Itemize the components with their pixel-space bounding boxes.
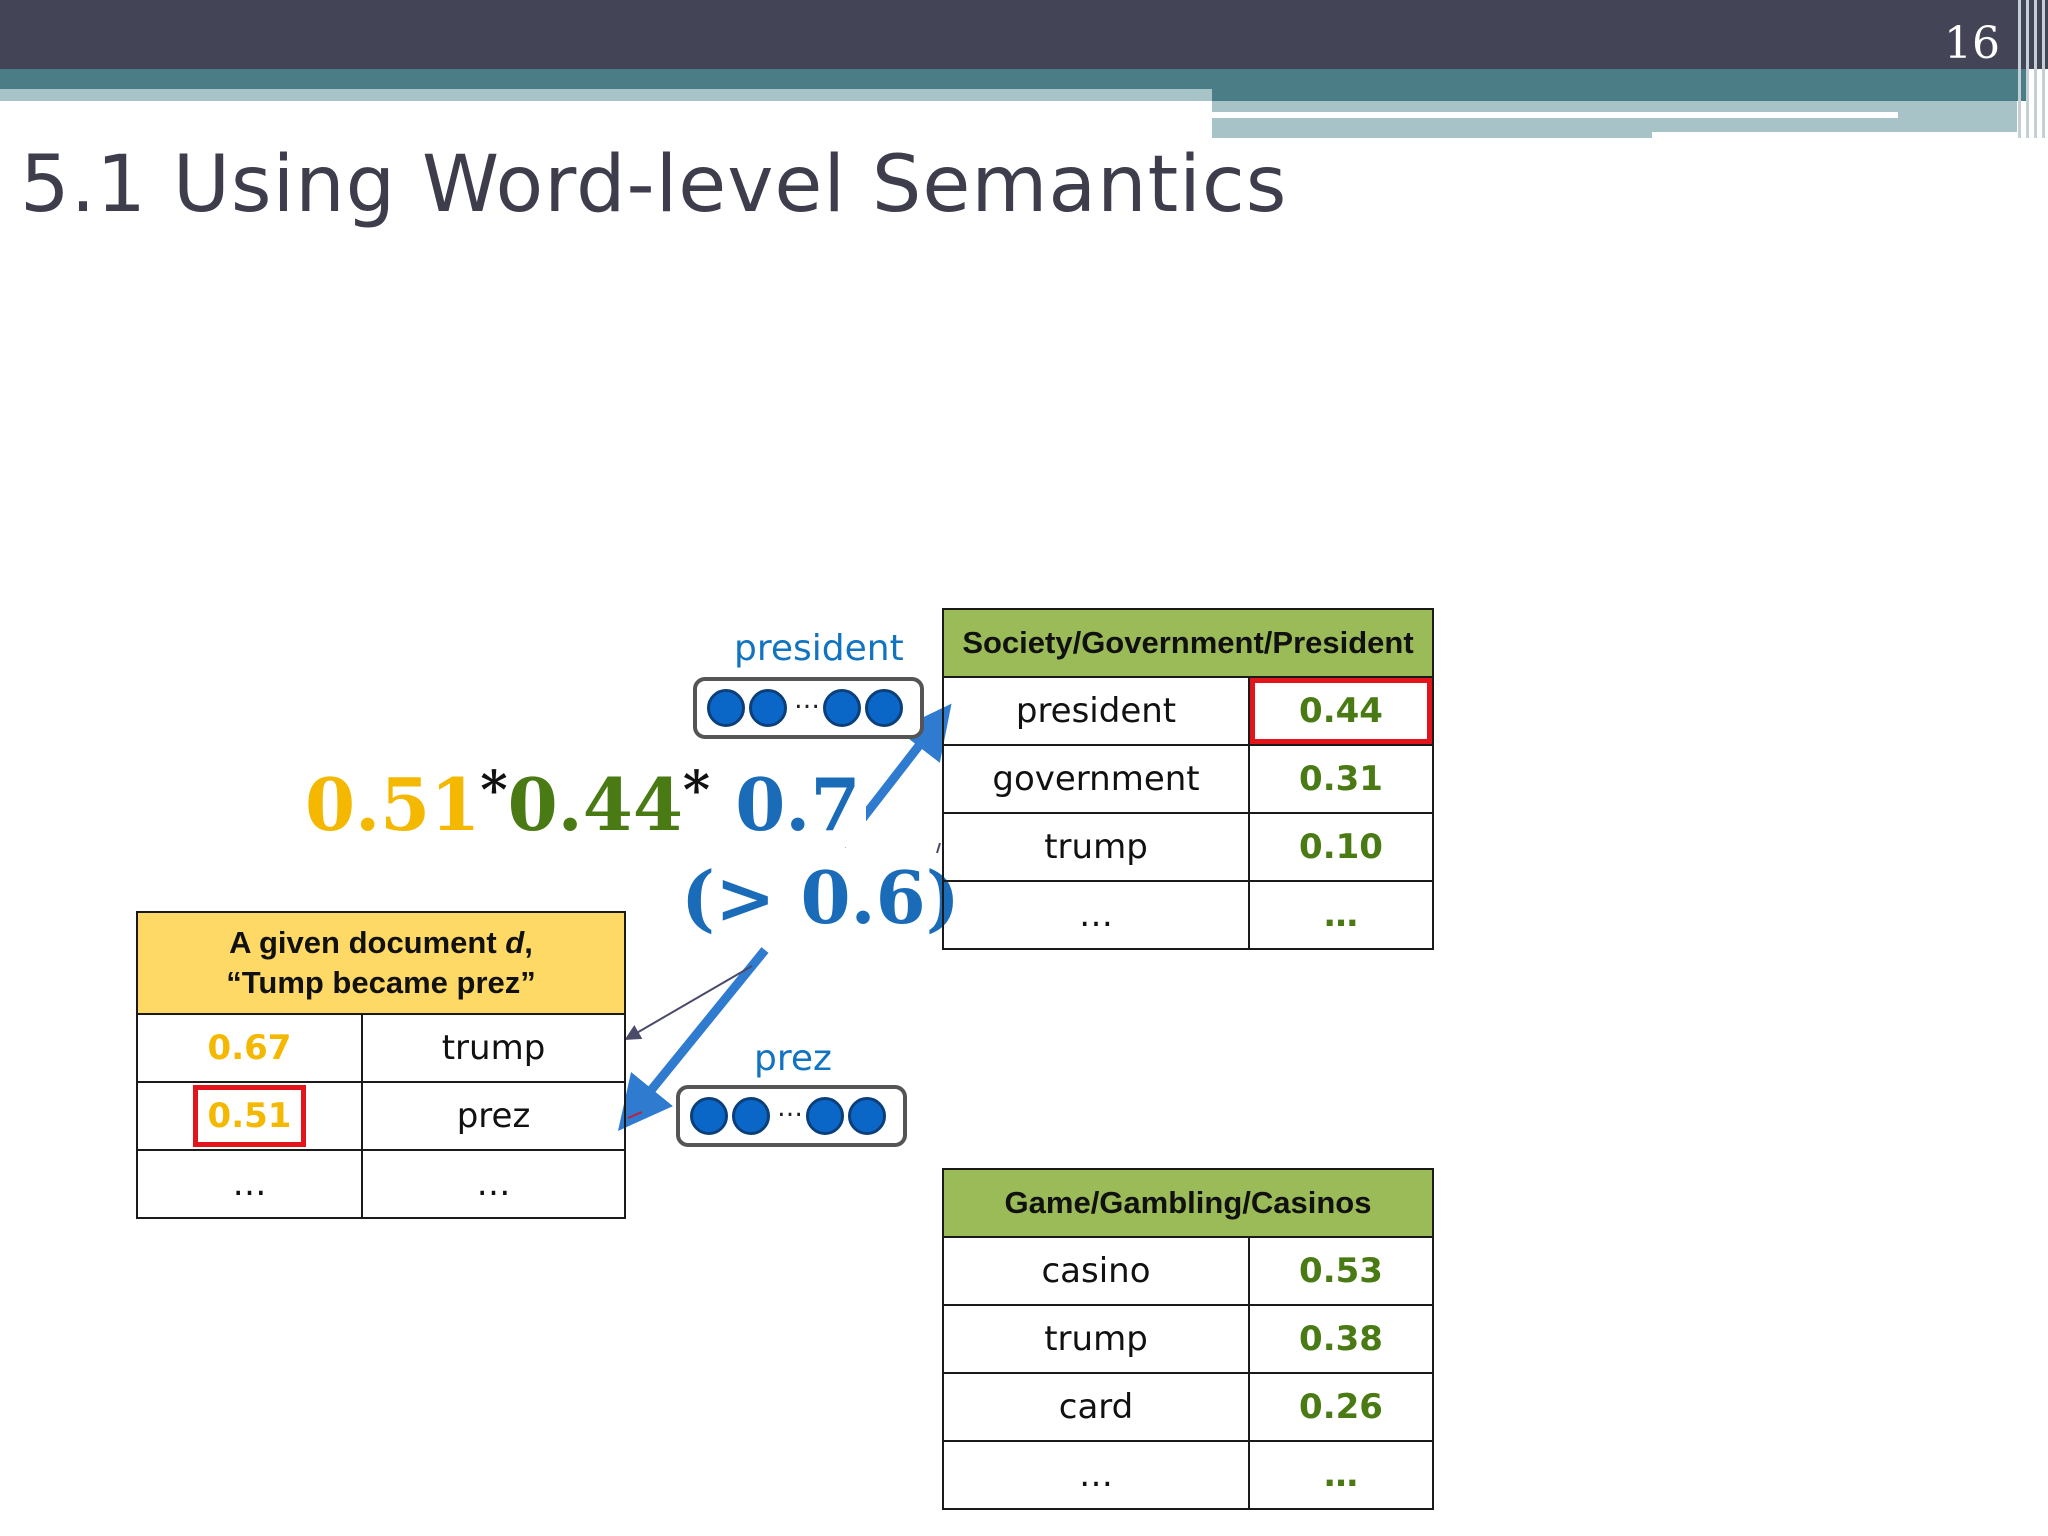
thin-mark [936,842,941,854]
header-stripe [2018,0,2021,138]
table-row: trump 0.10 [942,812,1434,882]
word-cell: card [942,1372,1250,1442]
table-row: … … [136,1149,627,1219]
score-cell: 0.31 [1248,744,1434,814]
word-cell: trump [942,812,1250,882]
header-right-accent [1212,69,2027,101]
formula-multiply: * [480,760,508,821]
topic-header: Society/Government/President [942,608,1434,678]
header-right-light [1212,101,2017,138]
score-cell: 0.38 [1248,1304,1434,1374]
slide-number: 16 [1944,18,2000,69]
document-header: A given document d, “Tump became prez” [135,911,627,1015]
vector-dot [707,689,745,727]
word-cell: … [942,1440,1250,1510]
header-divider-line [1212,112,1898,118]
vector-ellipsis: … [777,1093,803,1123]
formula-topic-weight: 0.44 [507,762,683,847]
table-row: government 0.31 [942,744,1434,814]
word-cell: president [942,676,1250,746]
score-cell: … [1248,880,1434,950]
score-cell: 0.26 [1248,1372,1434,1442]
formula-doc-weight: 0.51 [305,762,481,847]
header-stripe [2034,0,2037,138]
president-vector-label: president [734,628,904,669]
arrow-to-prez-word [617,947,769,1131]
table-row: … … [942,880,1434,950]
header-accent-bar [0,69,1212,89]
document-header-comma: , [524,925,533,960]
formula-multiply: * [682,760,711,821]
header-stripe [2042,0,2045,138]
header-divider-line [1652,132,2017,138]
formula-similarity: 0.7 [710,762,861,847]
word-cell: prez [360,1081,627,1151]
document-header-text: A given document [229,925,506,960]
vector-dot [749,689,787,727]
header-stripe [2026,0,2029,138]
document-quote: “Tump became prez” [226,965,536,1000]
topic-header: Game/Gambling/Casinos [942,1168,1434,1238]
vector-dot [732,1097,770,1135]
word-cell: casino [942,1236,1250,1306]
vector-dot [823,689,861,727]
score-cell: … [136,1149,363,1219]
topic-table-casinos: Game/Gambling/Casinos casino 0.53 trump … [942,1168,1434,1510]
vector-dot [865,689,903,727]
thin-mark [627,1111,643,1119]
word-cell: trump [942,1304,1250,1374]
document-table: A given document d, “Tump became prez” 0… [135,911,627,1219]
table-row: trump 0.38 [942,1304,1434,1374]
word-cell: … [360,1149,627,1219]
prez-vector-label: prez [754,1038,832,1079]
word-cell: government [942,744,1250,814]
prez-embedding-vector: … [676,1085,907,1147]
similarity-formula: 0.51*0.44* 0.7 [305,760,867,847]
score-cell-highlighted: 0.44 [1248,676,1434,746]
header-accent-light-bar [0,89,1212,101]
table-row: president 0.44 [942,676,1434,746]
table-row: 0.67 trump [136,1013,627,1083]
score-cell: 0.10 [1248,812,1434,882]
formula-threshold: (> 0.6) [675,855,966,940]
word-cell: … [942,880,1250,950]
document-variable: d [505,925,525,960]
table-row: casino 0.53 [942,1236,1434,1306]
president-embedding-vector: … [693,677,924,739]
table-row: card 0.26 [942,1372,1434,1442]
score-cell: 0.67 [136,1013,363,1083]
slide-title: 5.1 Using Word-level Semantics [20,140,1288,230]
score-cell: 0.53 [1248,1236,1434,1306]
vector-dot [690,1097,728,1135]
table-row: 0.51 prez [136,1081,627,1151]
score-cell-highlighted: 0.51 [136,1081,363,1151]
topic-table-president: Society/Government/President president 0… [942,608,1434,950]
table-row: … … [942,1440,1434,1510]
vector-dot [806,1097,844,1135]
header-bar [0,0,2048,69]
vector-dot [848,1097,886,1135]
highlighted-score: 0.51 [192,1085,307,1147]
thin-arrow-to-trump [624,965,753,1041]
score-cell: … [1248,1440,1434,1510]
vector-ellipsis: … [794,685,820,715]
word-cell: trump [360,1013,627,1083]
